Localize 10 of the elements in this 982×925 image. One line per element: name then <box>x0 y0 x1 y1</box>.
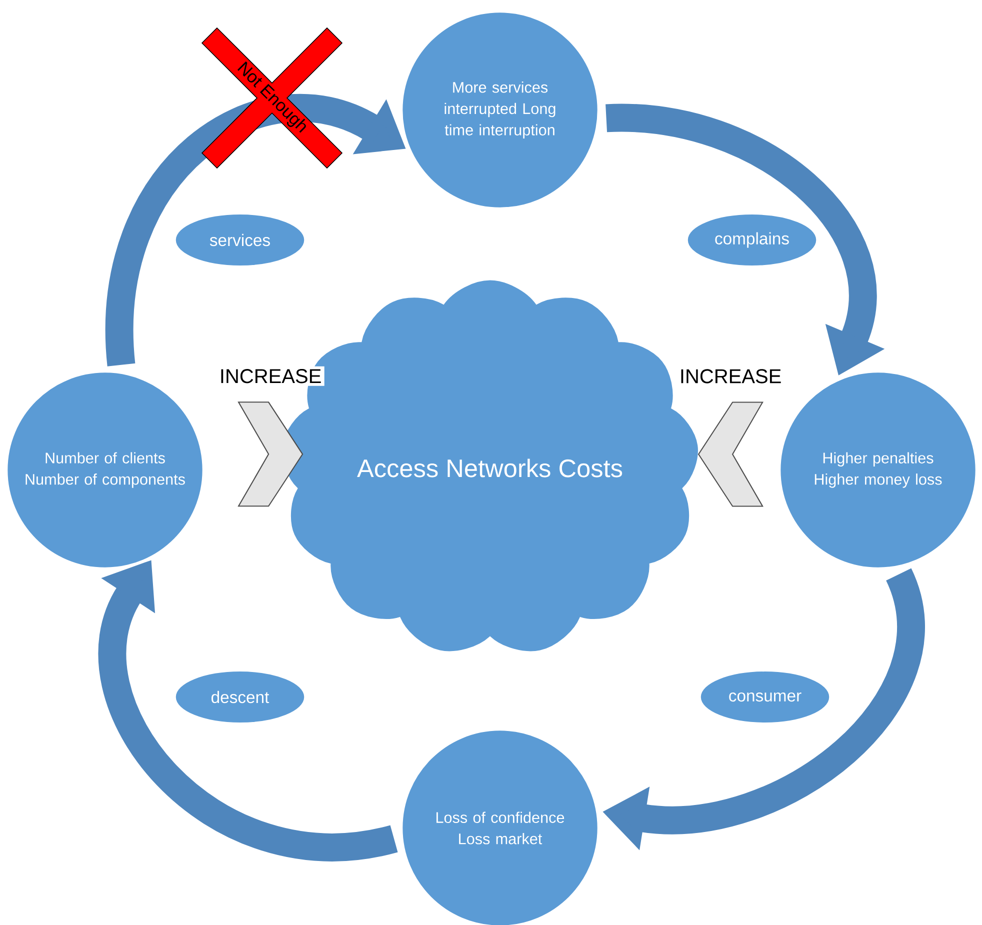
ellipse-label: services <box>174 213 306 267</box>
circle-node: Loss of confidence Loss market <box>401 729 599 925</box>
ellipse-label: complains <box>686 213 818 267</box>
circle-node: Number of clients Number of components <box>6 371 204 569</box>
ellipse-label: consumer <box>700 670 830 724</box>
chevron-arrow <box>238 402 304 507</box>
ellipse-label: descent <box>174 670 306 724</box>
circle-node: More services interrupted Long time interruption <box>401 11 599 209</box>
edge-label: INCREASE <box>216 366 324 386</box>
chevron-arrow <box>698 402 764 507</box>
